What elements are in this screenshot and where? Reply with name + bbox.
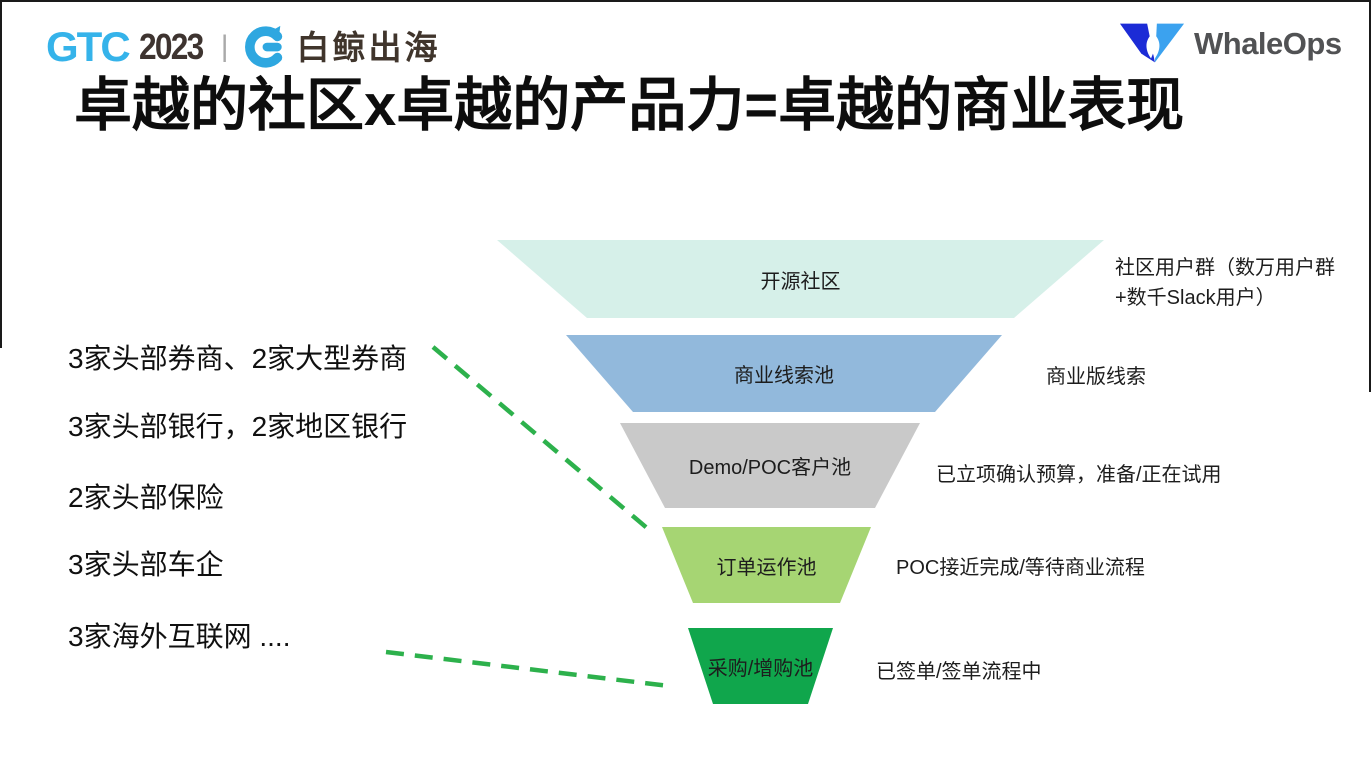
annotation-budget-confirmed: 已立项确认预算，准备/正在试用 <box>936 464 1222 486</box>
whale-circle-icon <box>241 24 287 70</box>
annotation-poc-near-done: POC接近完成/等待商业流程 <box>896 557 1145 579</box>
funnel-layer-label: 开源社区 <box>760 270 841 293</box>
list-item-auto: 3家头部车企 <box>68 549 224 580</box>
page-title: 卓越的社区x卓越的产品力=卓越的商业表现 <box>74 73 1185 138</box>
funnel-layer-demo-poc-pool: Demo/POC客户池 <box>620 423 920 508</box>
funnel-layer-label: Demo/POC客户池 <box>688 457 852 479</box>
funnel-layer-label: 订单运作池 <box>716 556 817 579</box>
baijing-chuhai-brand-text: 白鲸出海 <box>296 28 441 66</box>
gtc-logo-text: GTC <box>46 23 131 70</box>
slide-border-top <box>0 0 1371 2</box>
whaleops-logo-text: WhaleOps <box>1194 25 1342 61</box>
list-item-insurance: 2家头部保险 <box>68 482 224 513</box>
funnel-layer-purchase-pool: 采购/增购池 <box>688 628 833 704</box>
list-item-internet: 3家海外互联网 .... <box>68 621 291 652</box>
funnel-layer-label: 采购/增购池 <box>707 657 814 680</box>
whaleops-w-icon <box>1118 20 1186 66</box>
connector-line-bottom <box>385 649 670 689</box>
list-item-banks: 3家头部银行，2家地区银行 <box>68 411 408 442</box>
list-item-brokers: 3家头部券商、2家大型券商 <box>68 343 408 374</box>
funnel-layer-commercial-leads-pool: 商业线索池 <box>566 335 1002 412</box>
gtc-logo: GTC 2023 | 白鲸出海 <box>46 24 441 70</box>
funnel-layer-open-source-community: 开源社区 <box>497 240 1104 318</box>
slide-border-left <box>0 0 2 348</box>
funnel-layer-label: 商业线索池 <box>734 365 834 387</box>
annotation-community-users: 社区用户群（数万用户群 +数千Slack用户） <box>1115 257 1335 309</box>
funnel-layer-order-operation-pool: 订单运作池 <box>662 527 871 603</box>
whaleops-logo: WhaleOps <box>1118 20 1342 66</box>
annotation-commercial-leads: 商业版线索 <box>1046 366 1146 388</box>
logo-divider: | <box>220 30 229 63</box>
gtc-logo-year: 2023 <box>138 26 204 67</box>
slide-border-right <box>1369 0 1371 392</box>
annotation-signed: 已签单/签单流程中 <box>876 661 1042 683</box>
